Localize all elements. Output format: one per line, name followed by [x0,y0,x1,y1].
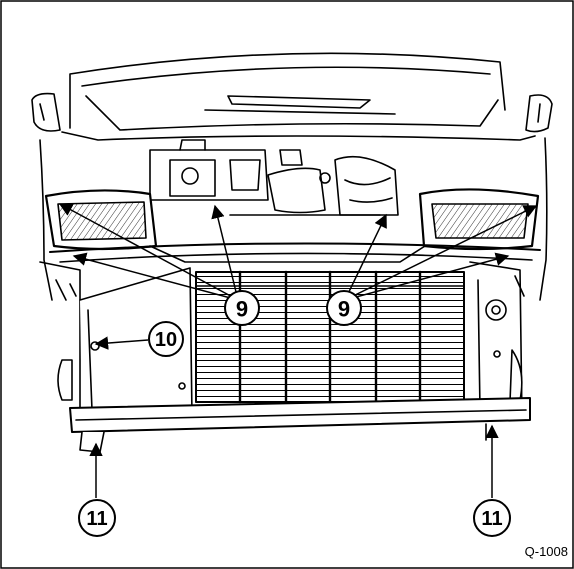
callout-11-right-label: 11 [481,508,502,530]
callout-9-left-label: 9 [236,297,248,322]
callout-11-left-label: 11 [86,508,107,530]
wing-mirror-right [525,94,553,133]
leader-9-right-lower [344,252,510,301]
callout-11-right: 11 [473,499,511,537]
leader-9-right-inner [344,213,387,301]
callout-11-left: 11 [78,499,116,537]
figure-code: Q-1008 [525,544,568,559]
right-side-panel [469,261,525,421]
callout-9-right: 9 [326,290,362,326]
callout-10-label: 10 [155,329,177,351]
headlamp-cavity-left [44,189,158,251]
leader-9-left-inner [211,204,239,301]
callout-9-right-label: 9 [338,297,350,322]
vehicle-front-drawing [31,52,553,453]
wing-mirror-left [31,92,61,132]
leader-9-left-lower [72,252,239,301]
engine-bay [149,139,399,216]
leader-lines [58,203,538,498]
headlamp-cavity-right [418,188,540,251]
left-side-panel [39,261,193,421]
leader-9-right-outer [344,205,538,301]
leader-9-left-outer [58,203,239,301]
callout-10: 10 [148,321,184,357]
leader-10 [94,336,149,350]
raised-bonnet [69,52,506,131]
callout-9-left: 9 [224,290,260,326]
